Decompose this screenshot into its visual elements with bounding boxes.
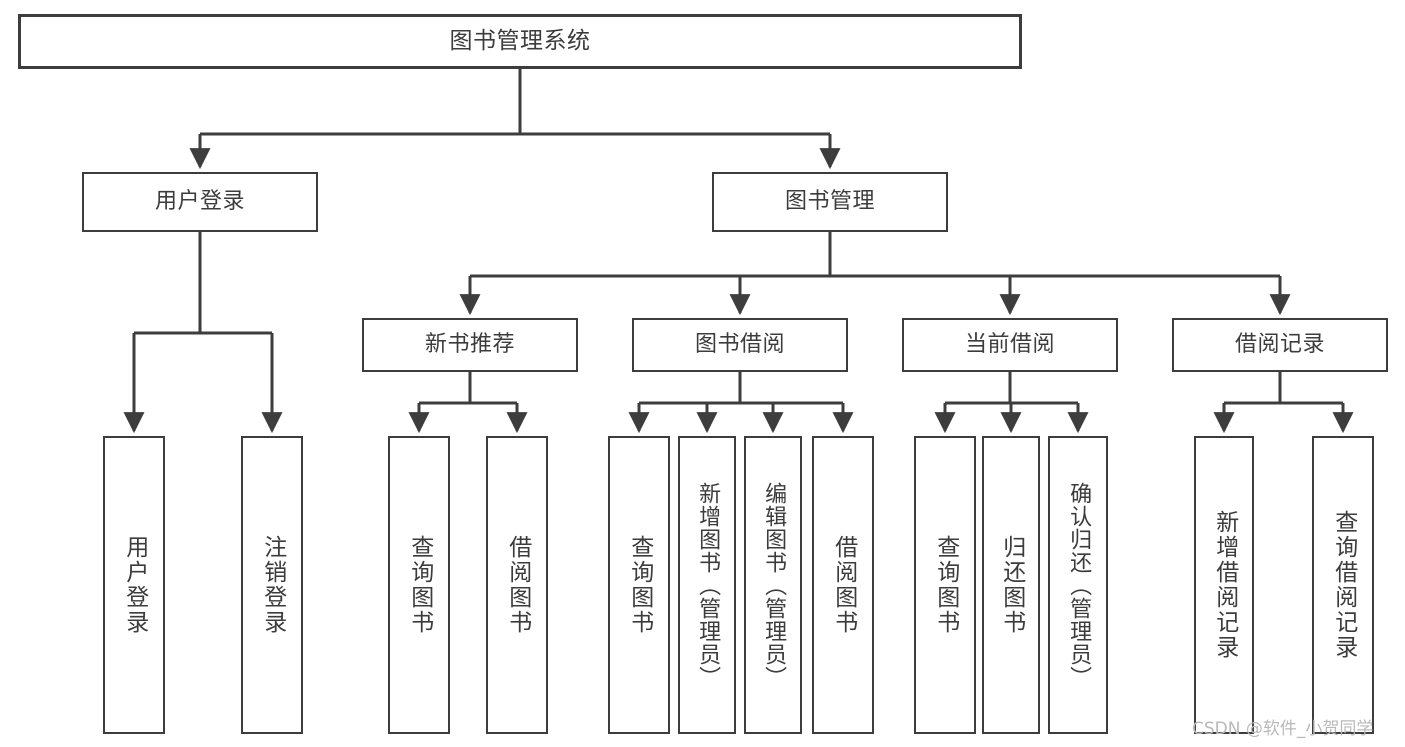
leaf-label: 确认归还（管理员） (1066, 481, 1092, 689)
leaf-add-book-admin[interactable]: 新增图书（管理员） (678, 436, 736, 734)
node-label: 新书推荐 (424, 332, 515, 358)
leaf-label: 查询图书 (406, 535, 433, 635)
node-root-system[interactable]: 图书管理系统 (18, 14, 1022, 69)
leaf-borrow-book[interactable]: 借阅图书 (812, 436, 874, 734)
leaf-edit-book-admin[interactable]: 编辑图书（管理员） (744, 436, 802, 734)
leaf-label: 查询借阅记录 (1330, 510, 1357, 660)
leaf-query-borrow-record[interactable]: 查询借阅记录 (1312, 436, 1374, 734)
node-label: 图书管理 (784, 189, 875, 215)
leaf-label: 注销登录 (259, 535, 286, 635)
node-label: 当前借阅 (964, 332, 1055, 358)
node-book-management[interactable]: 图书管理 (712, 172, 948, 232)
leaf-label: 查询图书 (626, 535, 653, 635)
leaf-borrow-book-recommend[interactable]: 借阅图书 (486, 436, 548, 734)
leaf-query-book-recommend[interactable]: 查询图书 (388, 436, 450, 734)
node-label: 用户登录 (154, 189, 245, 215)
node-current-borrow[interactable]: 当前借阅 (902, 318, 1118, 372)
leaf-label: 查询图书 (932, 535, 959, 635)
node-user-login[interactable]: 用户登录 (82, 172, 318, 232)
leaf-label: 归还图书 (998, 535, 1025, 635)
leaf-label: 用户登录 (121, 535, 148, 635)
node-book-borrow[interactable]: 图书借阅 (632, 318, 848, 372)
node-new-book-recommend[interactable]: 新书推荐 (362, 318, 578, 372)
leaf-query-book-current[interactable]: 查询图书 (914, 436, 976, 734)
node-label: 借阅记录 (1234, 332, 1325, 358)
leaf-label: 新增借阅记录 (1211, 510, 1238, 660)
node-label: 图书管理系统 (449, 28, 591, 55)
node-borrow-record[interactable]: 借阅记录 (1172, 318, 1388, 372)
leaf-return-book[interactable]: 归还图书 (982, 436, 1040, 734)
leaf-label: 借阅图书 (504, 535, 531, 635)
leaf-logout[interactable]: 注销登录 (241, 436, 303, 734)
leaf-label: 编辑图书（管理员） (761, 481, 787, 689)
leaf-label: 新增图书（管理员） (695, 481, 721, 689)
node-label: 图书借阅 (694, 332, 785, 358)
leaf-query-book-borrow[interactable]: 查询图书 (608, 436, 670, 734)
leaf-confirm-return-admin[interactable]: 确认归还（管理员） (1048, 436, 1108, 734)
leaf-label: 借阅图书 (830, 535, 857, 635)
leaf-user-login[interactable]: 用户登录 (103, 436, 165, 734)
csdn-watermark: CSDN @软件_小贺同学 (1192, 719, 1374, 739)
leaf-add-borrow-record[interactable]: 新增借阅记录 (1194, 436, 1254, 734)
